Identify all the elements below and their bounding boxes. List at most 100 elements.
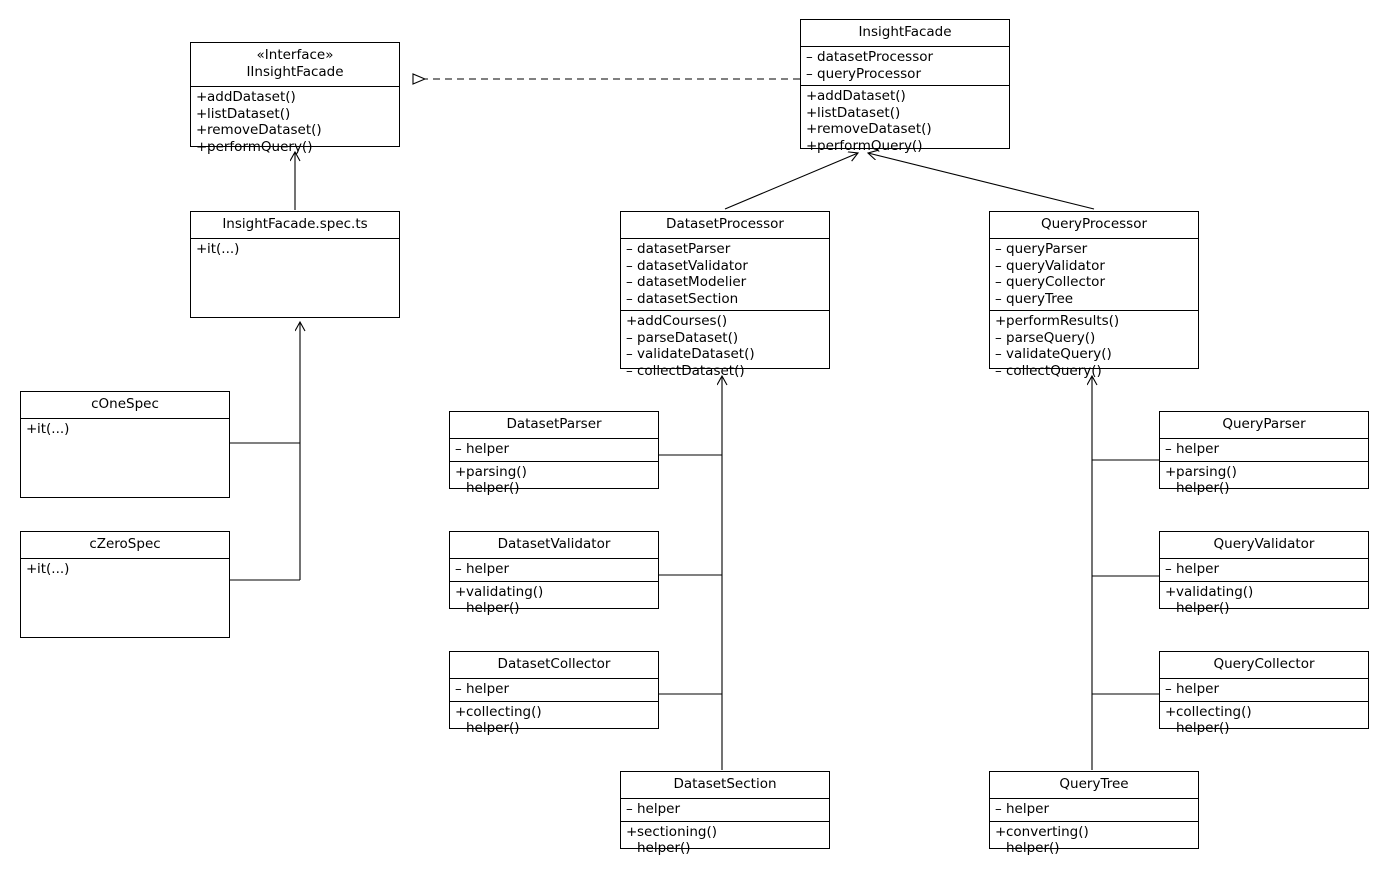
operations-compartment: +addCourses() –parseDataset() –validateD… bbox=[621, 310, 829, 382]
visibility-marker: – bbox=[626, 362, 633, 379]
attribute-row: –datasetSection bbox=[626, 291, 824, 308]
attribute-label: helper bbox=[1176, 681, 1220, 697]
class-name: DatasetSection bbox=[673, 776, 777, 792]
attributes-compartment: –helper bbox=[990, 798, 1198, 821]
operations-compartment: +it(...) bbox=[21, 418, 229, 497]
class-name: IInsightFacade bbox=[246, 64, 344, 80]
operation-label: performQuery() bbox=[817, 137, 923, 154]
class-box-querytree[interactable]: QueryTree –helper +converting() –helper(… bbox=[989, 771, 1199, 856]
class-box-datasetprocessor[interactable]: DatasetProcessor –datasetParser –dataset… bbox=[620, 211, 830, 379]
operation-label: collectDataset() bbox=[637, 362, 745, 379]
class-box-datasetcollector[interactable]: DatasetCollector –helper +collecting() –… bbox=[449, 651, 659, 736]
visibility-marker: – bbox=[626, 801, 633, 817]
attribute-label: queryTree bbox=[1006, 290, 1074, 307]
operation-label: validating() bbox=[466, 583, 544, 600]
attribute-row: –helper bbox=[1165, 561, 1363, 578]
class-box-queryvalidator[interactable]: QueryValidator –helper +validating() –he… bbox=[1159, 531, 1369, 616]
class-box-queryparser[interactable]: QueryParser –helper +parsing() –helper() bbox=[1159, 411, 1369, 496]
attribute-label: datasetValidator bbox=[637, 257, 748, 274]
class-box-insightfacade-spec[interactable]: InsightFacade.spec.ts +it(...) bbox=[190, 211, 400, 318]
class-name-compartment: cOneSpec bbox=[21, 392, 229, 418]
attribute-row: –queryValidator bbox=[995, 258, 1193, 275]
visibility-marker: – bbox=[455, 561, 462, 577]
visibility-marker: + bbox=[1165, 463, 1177, 480]
attribute-label: datasetProcessor bbox=[817, 49, 934, 65]
operation-row: –helper() bbox=[626, 840, 824, 857]
attribute-row: –queryParser bbox=[995, 241, 1193, 258]
attributes-compartment: –datasetProcessor –queryProcessor bbox=[801, 46, 1009, 85]
class-name: cOneSpec bbox=[91, 396, 159, 412]
operation-row: +performResults() bbox=[995, 313, 1193, 330]
operation-row: +it(...) bbox=[196, 241, 394, 258]
operation-row: –validateQuery() bbox=[995, 346, 1193, 363]
visibility-marker: – bbox=[806, 49, 813, 65]
operation-row: –helper() bbox=[455, 720, 653, 737]
attributes-compartment: –helper bbox=[450, 438, 658, 461]
class-box-insightfacade[interactable]: InsightFacade –datasetProcessor –queryPr… bbox=[800, 19, 1010, 154]
visibility-marker: – bbox=[1165, 600, 1172, 616]
visibility-marker: + bbox=[806, 121, 818, 137]
attribute-label: helper bbox=[466, 561, 510, 577]
class-name: QueryValidator bbox=[1213, 536, 1315, 552]
attribute-row: –datasetValidator bbox=[626, 258, 824, 275]
attributes-compartment: –helper bbox=[621, 798, 829, 821]
class-box-datasetvalidator[interactable]: DatasetValidator –helper +validating() –… bbox=[449, 531, 659, 616]
operations-compartment: +collecting() –helper() bbox=[1160, 700, 1368, 740]
class-stereotype: «Interface» bbox=[256, 47, 334, 63]
class-name-compartment: QueryTree bbox=[990, 772, 1198, 798]
visibility-marker: – bbox=[995, 801, 1002, 817]
operations-compartment: +validating() –helper() bbox=[1160, 580, 1368, 620]
operation-row: –helper() bbox=[1165, 600, 1363, 617]
operation-row: –collectQuery() bbox=[995, 363, 1193, 380]
class-name-compartment: QueryCollector bbox=[1160, 652, 1368, 678]
operation-label: performResults() bbox=[1006, 313, 1120, 329]
visibility-marker: – bbox=[626, 290, 633, 307]
edge-queryprocessor-to-insightfacade bbox=[868, 153, 1095, 210]
class-box-querycollector[interactable]: QueryCollector –helper +collecting() –he… bbox=[1159, 651, 1369, 736]
visibility-marker: – bbox=[1165, 681, 1172, 697]
operation-label: helper() bbox=[1176, 720, 1230, 736]
operation-label: removeDataset() bbox=[207, 122, 322, 138]
operations-compartment: +addDataset() +listDataset() +removeData… bbox=[191, 86, 399, 158]
attribute-row: –helper bbox=[455, 561, 653, 578]
operation-row: –collectDataset() bbox=[626, 363, 824, 380]
class-box-conespec[interactable]: cOneSpec +it(...) bbox=[20, 391, 230, 498]
attribute-label: datasetParser bbox=[637, 241, 731, 257]
operation-label: validating() bbox=[1176, 583, 1254, 600]
operation-row: +addCourses() bbox=[626, 313, 824, 330]
attribute-row: –helper bbox=[1165, 441, 1363, 458]
operation-row: –validateDataset() bbox=[626, 346, 824, 363]
visibility-marker: – bbox=[1165, 561, 1172, 577]
class-name-compartment: DatasetValidator bbox=[450, 532, 658, 558]
class-box-queryprocessor[interactable]: QueryProcessor –queryParser –queryValida… bbox=[989, 211, 1199, 379]
class-name: QueryCollector bbox=[1213, 656, 1315, 672]
class-name-compartment: DatasetProcessor bbox=[621, 212, 829, 238]
attributes-compartment: –helper bbox=[450, 558, 658, 581]
visibility-marker: – bbox=[1165, 441, 1172, 457]
attribute-label: helper bbox=[466, 681, 510, 697]
operations-compartment: +converting() –helper() bbox=[990, 820, 1198, 860]
attribute-row: –datasetParser bbox=[626, 241, 824, 258]
operation-label: validateQuery() bbox=[1006, 346, 1112, 362]
visibility-marker: – bbox=[455, 681, 462, 697]
class-box-datasetparser[interactable]: DatasetParser –helper +parsing() –helper… bbox=[449, 411, 659, 496]
attribute-label: datasetModelier bbox=[637, 274, 747, 290]
class-box-czerospec[interactable]: cZeroSpec +it(...) bbox=[20, 531, 230, 638]
attribute-label: helper bbox=[637, 801, 681, 817]
class-name-compartment: DatasetParser bbox=[450, 412, 658, 438]
operation-label: helper() bbox=[466, 600, 520, 616]
attribute-label: datasetSection bbox=[637, 290, 739, 307]
visibility-marker: + bbox=[196, 105, 208, 122]
visibility-marker: – bbox=[1165, 480, 1172, 496]
class-name: cZeroSpec bbox=[89, 536, 161, 552]
operation-label: sectioning() bbox=[637, 823, 718, 840]
class-name: DatasetProcessor bbox=[666, 216, 784, 232]
operations-compartment: +addDataset() +listDataset() +removeData… bbox=[801, 85, 1009, 157]
operation-row: +addDataset() bbox=[196, 89, 394, 106]
operation-label: parseQuery() bbox=[1006, 329, 1096, 346]
attribute-label: queryProcessor bbox=[817, 65, 921, 82]
class-box-datasetsection[interactable]: DatasetSection –helper +sectioning() –he… bbox=[620, 771, 830, 856]
operations-compartment: +it(...) bbox=[191, 238, 399, 317]
class-box-iinsightfacade[interactable]: «Interface» IInsightFacade +addDataset()… bbox=[190, 42, 400, 155]
operations-compartment: +performResults() –parseQuery() –validat… bbox=[990, 310, 1198, 382]
